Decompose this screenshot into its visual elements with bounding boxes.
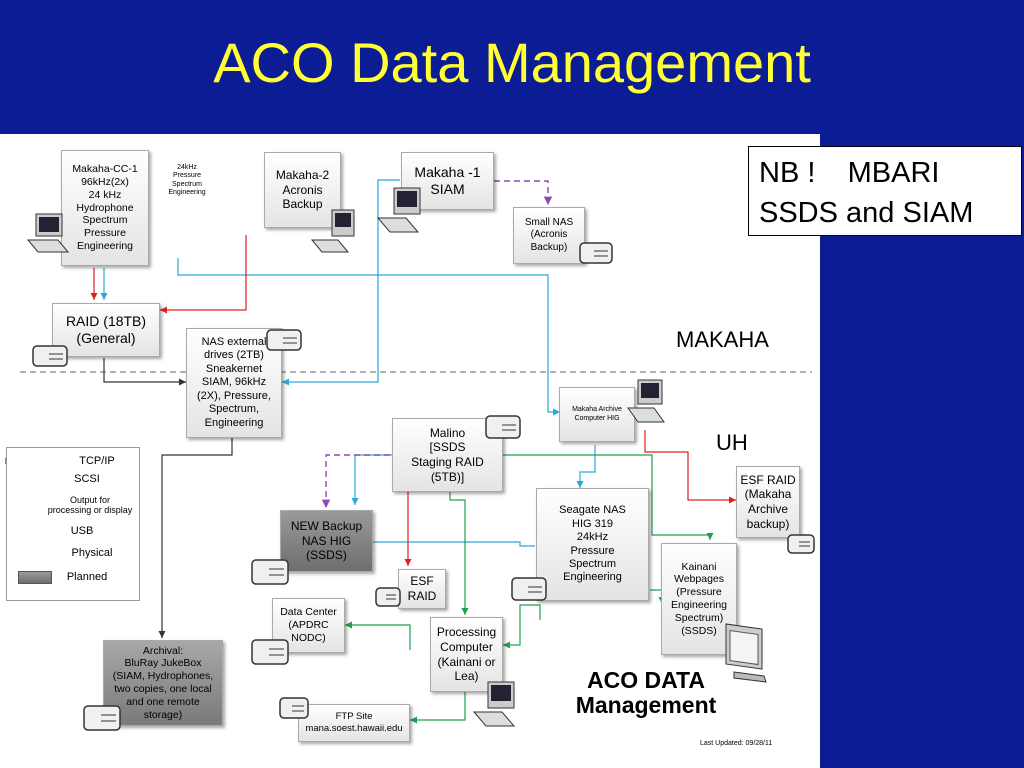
- legend-output: Output for processing or display: [47, 495, 133, 516]
- server-icon: [375, 587, 401, 607]
- node-ftp: FTP Site mana.soest.hawaii.edu: [298, 704, 410, 742]
- node-esf-raid-uh: ESF RAID (Makaha Archive backup): [736, 466, 800, 538]
- slide-title: ACO Data Management: [213, 31, 811, 94]
- node-processing: Processing Computer (Kainani or Lea): [430, 617, 503, 692]
- node-new-backup: NEW Backup NAS HIG (SSDS): [280, 510, 373, 572]
- server-icon: [32, 345, 68, 367]
- computer-icon: [472, 681, 516, 727]
- computer-icon: [627, 379, 665, 423]
- aco-title-line-1: ACO DATA: [587, 667, 705, 693]
- note-box: NB ! MBARI SSDS and SIAM: [748, 146, 1022, 236]
- region-uh: UH: [716, 430, 748, 455]
- node-makaha-2: Makaha-2 Acronis Backup: [264, 152, 341, 228]
- note-line-1: NB ! MBARI: [759, 157, 940, 189]
- node-nas-external: NAS external drives (2TB) Sneakernet SIA…: [186, 328, 282, 438]
- aco-data-management-title: ACO DATA Management: [556, 668, 736, 718]
- node-malino: Malino [SSDS Staging RAID (5TB)]: [392, 418, 503, 492]
- server-icon: [83, 705, 121, 731]
- node-raid-18tb: RAID (18TB) (General): [52, 303, 160, 357]
- server-icon: [787, 534, 815, 554]
- server-icon: [511, 577, 547, 601]
- note-line-2: SSDS and SIAM: [759, 197, 974, 229]
- computer-icon: [310, 209, 355, 253]
- legend-tcpip: TCP/IP: [79, 455, 115, 467]
- aco-title-line-2: Management: [575, 692, 717, 718]
- node-seagate-nas: Seagate NAS HIG 319 24kHz Pressure Spect…: [536, 488, 649, 601]
- node-archival: Archival: BluRay JukeBox (SIAM, Hydropho…: [103, 640, 223, 726]
- last-updated: Last Updated: 09/28/11: [700, 740, 773, 747]
- node-kainani: Kainani Webpages (Pressure Engineering S…: [661, 543, 737, 655]
- legend-usb: USB: [70, 525, 94, 537]
- region-makaha: MAKAHA: [676, 327, 769, 352]
- legend-planned: Planned: [66, 571, 108, 583]
- legend-planned-swatch: [18, 571, 52, 584]
- server-icon: [251, 559, 289, 585]
- legend-physical: Physical: [71, 547, 113, 559]
- node-makaha-cc1: Makaha-CC-1 96kHz(2x) 24 kHz Hydrophone …: [61, 150, 149, 266]
- monitor-icon: [725, 623, 767, 683]
- server-icon: [579, 242, 613, 264]
- label-24khz-stream: 24kHz Pressure Spectrum Engineering: [168, 164, 206, 197]
- server-icon: [251, 639, 289, 665]
- server-icon: [266, 329, 302, 351]
- computer-icon: [376, 187, 421, 233]
- node-small-nas: Small NAS (Acronis Backup): [513, 207, 585, 264]
- server-icon: [279, 697, 309, 719]
- server-icon: [485, 415, 521, 439]
- computer-icon: [26, 213, 70, 253]
- legend-scsi: SCSI: [74, 473, 100, 485]
